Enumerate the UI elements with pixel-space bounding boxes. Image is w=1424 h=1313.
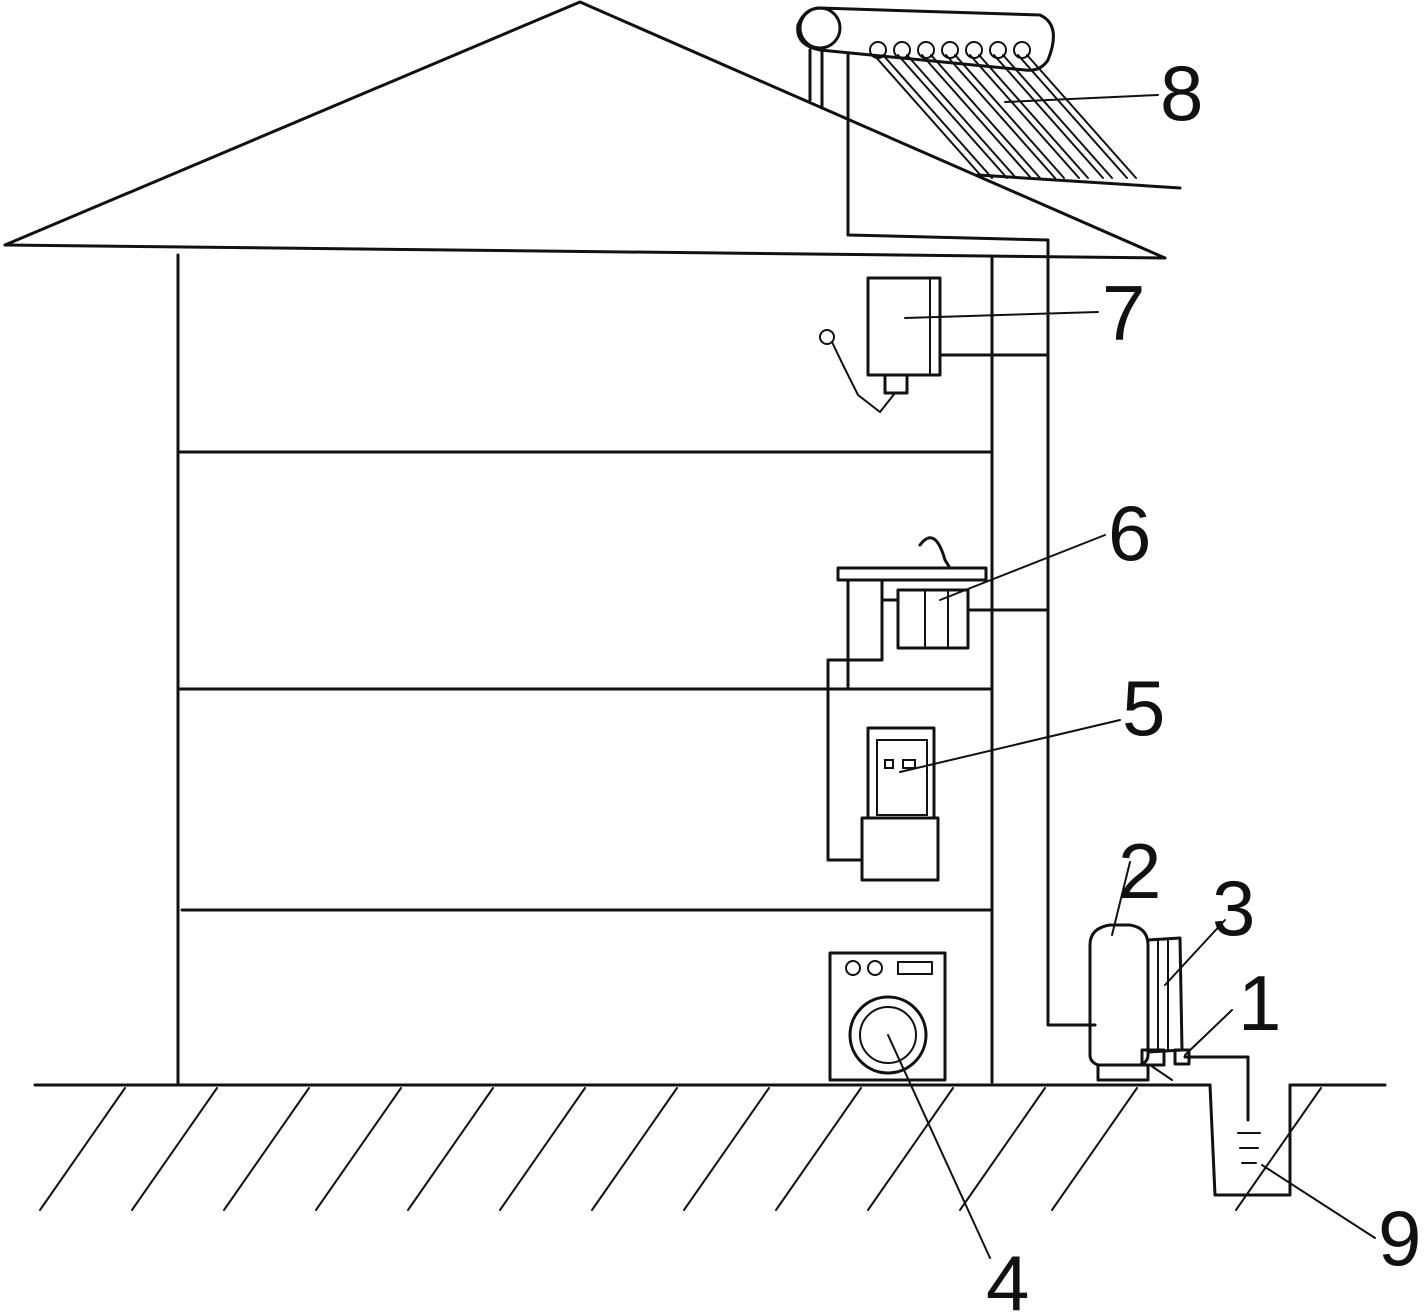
collector-tube [873,54,984,179]
ground-hatch-line [131,1087,218,1211]
pump-tank [1088,923,1150,1082]
collector-tube [1002,54,1113,179]
ground-hatch-line [499,1087,586,1211]
ground-hatch-line [959,1087,1046,1211]
ground-hatch-line [867,1087,954,1211]
ground-hatch-line [1235,1087,1322,1211]
ground-hatch-line [683,1087,770,1211]
house-walls [176,253,994,1087]
collector-tube [1026,54,1137,179]
ground-hatch-line [39,1087,126,1211]
label-3: 3 [1212,864,1255,952]
label-6: 6 [1108,489,1151,577]
collector-tube [945,54,1056,179]
roof [3,0,1167,260]
leader-lines [887,94,1376,1259]
ground-hatch-line [1051,1087,1138,1211]
collector-tube [978,54,1089,179]
collector-tube [954,54,1065,179]
ground-hatch-line [591,1087,678,1211]
washing-machine [828,951,947,1082]
ground-hatch-line [407,1087,494,1211]
collector-tube [1017,54,1128,179]
label-1: 1 [1238,959,1281,1047]
main-pipe [846,53,1097,1027]
ground [33,1083,1387,1211]
drain-pit [1183,1055,1292,1197]
label-7: 7 [1102,269,1145,357]
ground-hatch-line [315,1087,402,1211]
collector-tube [930,54,1041,179]
collector-tube-cap [869,41,887,59]
label-4: 4 [986,1239,1029,1313]
collector-tube-cap [989,41,1007,59]
sink-cabinet [826,536,988,862]
collector-tube-cap [941,41,959,59]
collector-tube-cap [917,41,935,59]
filter-unit [1140,936,1184,1081]
collector-tube-cap [965,41,983,59]
ground-hatch-line [775,1087,862,1211]
label-2: 2 [1118,827,1161,915]
valve [1173,1048,1191,1066]
collector-tube [882,54,993,179]
collector-tube [897,54,1008,179]
number-labels: 1 2 3 4 5 6 7 8 9 [986,49,1421,1313]
collector-tube [969,54,1080,179]
solar-water-heater [796,6,1182,190]
collector-tube [906,54,1017,179]
water-dispenser [860,726,940,882]
label-5: 5 [1122,664,1165,752]
label-9: 9 [1378,1194,1421,1282]
collector-tube [993,54,1104,179]
ground-hatch-line [223,1087,310,1211]
collector-tube [921,54,1032,179]
collector-tube-cap [893,41,911,59]
wall-water-heater [819,276,942,414]
label-8: 8 [1160,49,1203,137]
collector-tube-cap [1013,41,1031,59]
